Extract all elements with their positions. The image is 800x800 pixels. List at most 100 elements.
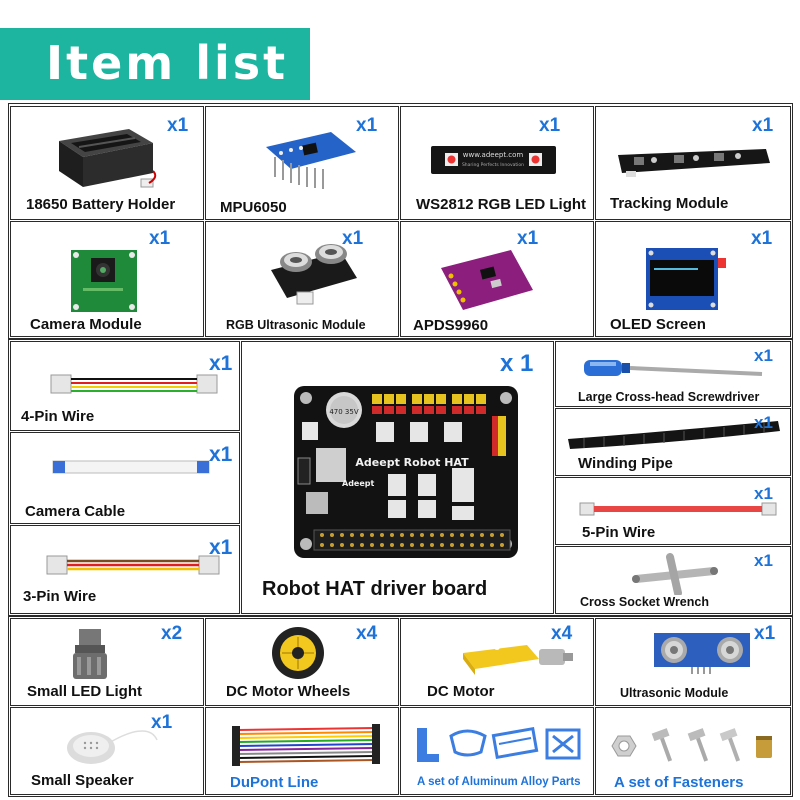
5-pin-wire-label: 5-Pin Wire	[582, 524, 656, 541]
small-speaker-quantity: x1	[151, 712, 173, 733]
item-camera-cable: x1 Camera Cable	[10, 432, 240, 524]
item-mpu6050: x1 MPU6050	[205, 106, 399, 220]
item-winding-pipe: x1 Winding Pipe	[555, 408, 791, 476]
ws2812-pcb-text: www.adeept.com	[463, 151, 524, 159]
camera-module-image	[71, 250, 137, 312]
apds9960-quantity: x1	[517, 228, 539, 249]
item-5-pin-wire: x1 5-Pin Wire	[555, 477, 791, 545]
screwdriver-image	[584, 360, 763, 376]
tracking-module-label: Tracking Module	[610, 195, 729, 212]
item-3-pin-wire: x1 3-Pin Wire	[10, 525, 240, 614]
oled-screen-image	[646, 248, 726, 310]
ws2812-pcb-subtext: Sharing Perfects Innovation	[462, 162, 524, 168]
camera-module-quantity: x1	[149, 228, 171, 249]
3-pin-wire-image	[46, 555, 220, 575]
dc-motor-label: DC Motor	[427, 683, 495, 700]
winding-pipe-image	[568, 421, 780, 449]
item-rgb-ultrasonic: x1 RGB Ultrasonic Module	[205, 221, 399, 337]
5-pin-wire-image	[579, 502, 777, 516]
item-screwdriver: x1 Large Cross-head Screwdriver	[555, 341, 791, 407]
rgb-ultrasonic-label: RGB Ultrasonic Module	[226, 318, 366, 332]
camera-module-label: Camera Module	[30, 316, 142, 333]
battery-holder-label: 18650 Battery Holder	[26, 196, 176, 213]
dc-motor-quantity: x4	[551, 623, 573, 644]
battery-holder-quantity: x1	[167, 115, 189, 136]
title-banner: Item list	[0, 28, 310, 100]
item-aluminum-parts: A set of Aluminum Alloy Parts	[400, 707, 594, 795]
item-small-led-light: x2 Small LED Light	[10, 618, 204, 706]
winding-pipe-label: Winding Pipe	[578, 455, 673, 472]
dc-motor-wheels-quantity: x4	[356, 623, 378, 644]
rgb-ultrasonic-quantity: x1	[342, 228, 364, 249]
small-speaker-image	[67, 730, 158, 764]
apds9960-label: APDS9960	[413, 317, 489, 334]
dc-motor-wheels-label: DC Motor Wheels	[226, 683, 351, 700]
robot-hat-board-image: 470 35V Adeept Robot HAT Adeept	[294, 386, 518, 558]
item-socket-wrench: x1 Cross Socket Wrench	[555, 546, 791, 614]
item-dc-motor: x4 DC Motor	[400, 618, 594, 706]
hat-brand-text: Adeept	[342, 479, 374, 488]
small-speaker-label: Small Speaker	[31, 772, 134, 789]
mpu6050-label: MPU6050	[220, 199, 287, 216]
item-oled-screen: x1 OLED Screen	[595, 221, 791, 337]
dupont-line-label: DuPont Line	[230, 774, 319, 791]
dupont-line-image	[232, 724, 380, 766]
dc-motor-wheels-image	[272, 627, 324, 679]
apds9960-image	[441, 250, 533, 310]
item-ultrasonic-module: x1 Ultrasonic Module	[595, 618, 791, 706]
ultrasonic-module-label: Ultrasonic Module	[620, 686, 729, 700]
item-small-speaker: x1 Small Speaker	[10, 707, 204, 795]
aluminum-parts-image	[417, 726, 581, 762]
hat-board-title: Adeept Robot HAT	[355, 456, 469, 469]
camera-cable-quantity: x1	[209, 443, 233, 466]
item-camera-module: x1 Camera Module	[10, 221, 204, 337]
ultrasonic-module-quantity: x1	[754, 623, 776, 644]
ws2812-label: WS2812 RGB LED Light	[416, 196, 587, 213]
small-led-light-quantity: x2	[161, 623, 183, 644]
robot-hat-label: Robot HAT driver board	[262, 578, 488, 600]
4-pin-wire-quantity: x1	[209, 352, 233, 375]
small-led-light-image	[73, 629, 107, 679]
small-led-light-label: Small LED Light	[27, 683, 143, 700]
camera-cable-image	[52, 460, 210, 474]
tracking-module-quantity: x1	[752, 115, 774, 136]
ultrasonic-module-image	[654, 633, 750, 674]
rgb-ultrasonic-image	[271, 244, 357, 305]
capacitor-text: 470 35V	[329, 408, 358, 416]
5-pin-wire-quantity: x1	[754, 484, 773, 503]
item-4-pin-wire: x1 4-Pin Wire	[10, 341, 240, 431]
oled-screen-quantity: x1	[751, 228, 773, 249]
ws2812-image: www.adeept.com Sharing Perfects Innovati…	[431, 146, 556, 174]
item-tracking-module: x1 Tracking Module	[595, 106, 791, 220]
socket-wrench-label: Cross Socket Wrench	[580, 595, 709, 609]
dc-motor-image	[463, 644, 573, 675]
socket-wrench-quantity: x1	[754, 551, 773, 570]
mpu6050-quantity: x1	[356, 115, 378, 136]
socket-wrench-image	[632, 553, 718, 595]
ws2812-quantity: x1	[539, 115, 561, 136]
oled-screen-label: OLED Screen	[610, 316, 706, 333]
item-dc-motor-wheels: x4 DC Motor Wheels	[205, 618, 399, 706]
aluminum-parts-label: A set of Aluminum Alloy Parts	[417, 776, 581, 788]
winding-pipe-quantity: x1	[754, 413, 773, 432]
item-ws2812: www.adeept.com Sharing Perfects Innovati…	[400, 106, 594, 220]
item-apds9960: x1 APDS9960	[400, 221, 594, 337]
item-robot-hat: 470 35V Adeept Robot HAT Adeept x 1 Robo…	[241, 341, 554, 614]
item-fasteners: A set of Fasteners	[595, 707, 791, 795]
item-battery-holder: x1 18650 Battery Holder	[10, 106, 204, 220]
robot-hat-quantity: x 1	[500, 350, 534, 377]
mpu6050-image	[266, 132, 356, 189]
battery-holder-image	[59, 129, 157, 188]
4-pin-wire-image	[50, 374, 218, 394]
4-pin-wire-label: 4-Pin Wire	[21, 408, 95, 425]
screwdriver-quantity: x1	[754, 346, 773, 365]
item-dupont-line: DuPont Line	[205, 707, 399, 795]
3-pin-wire-quantity: x1	[209, 536, 233, 559]
page-title: Item list	[46, 36, 289, 90]
fasteners-image	[611, 728, 772, 762]
tracking-module-image	[618, 149, 770, 177]
3-pin-wire-label: 3-Pin Wire	[23, 588, 97, 605]
screwdriver-label: Large Cross-head Screwdriver	[578, 390, 760, 404]
fasteners-label: A set of Fasteners	[614, 774, 744, 791]
camera-cable-label: Camera Cable	[25, 503, 126, 520]
